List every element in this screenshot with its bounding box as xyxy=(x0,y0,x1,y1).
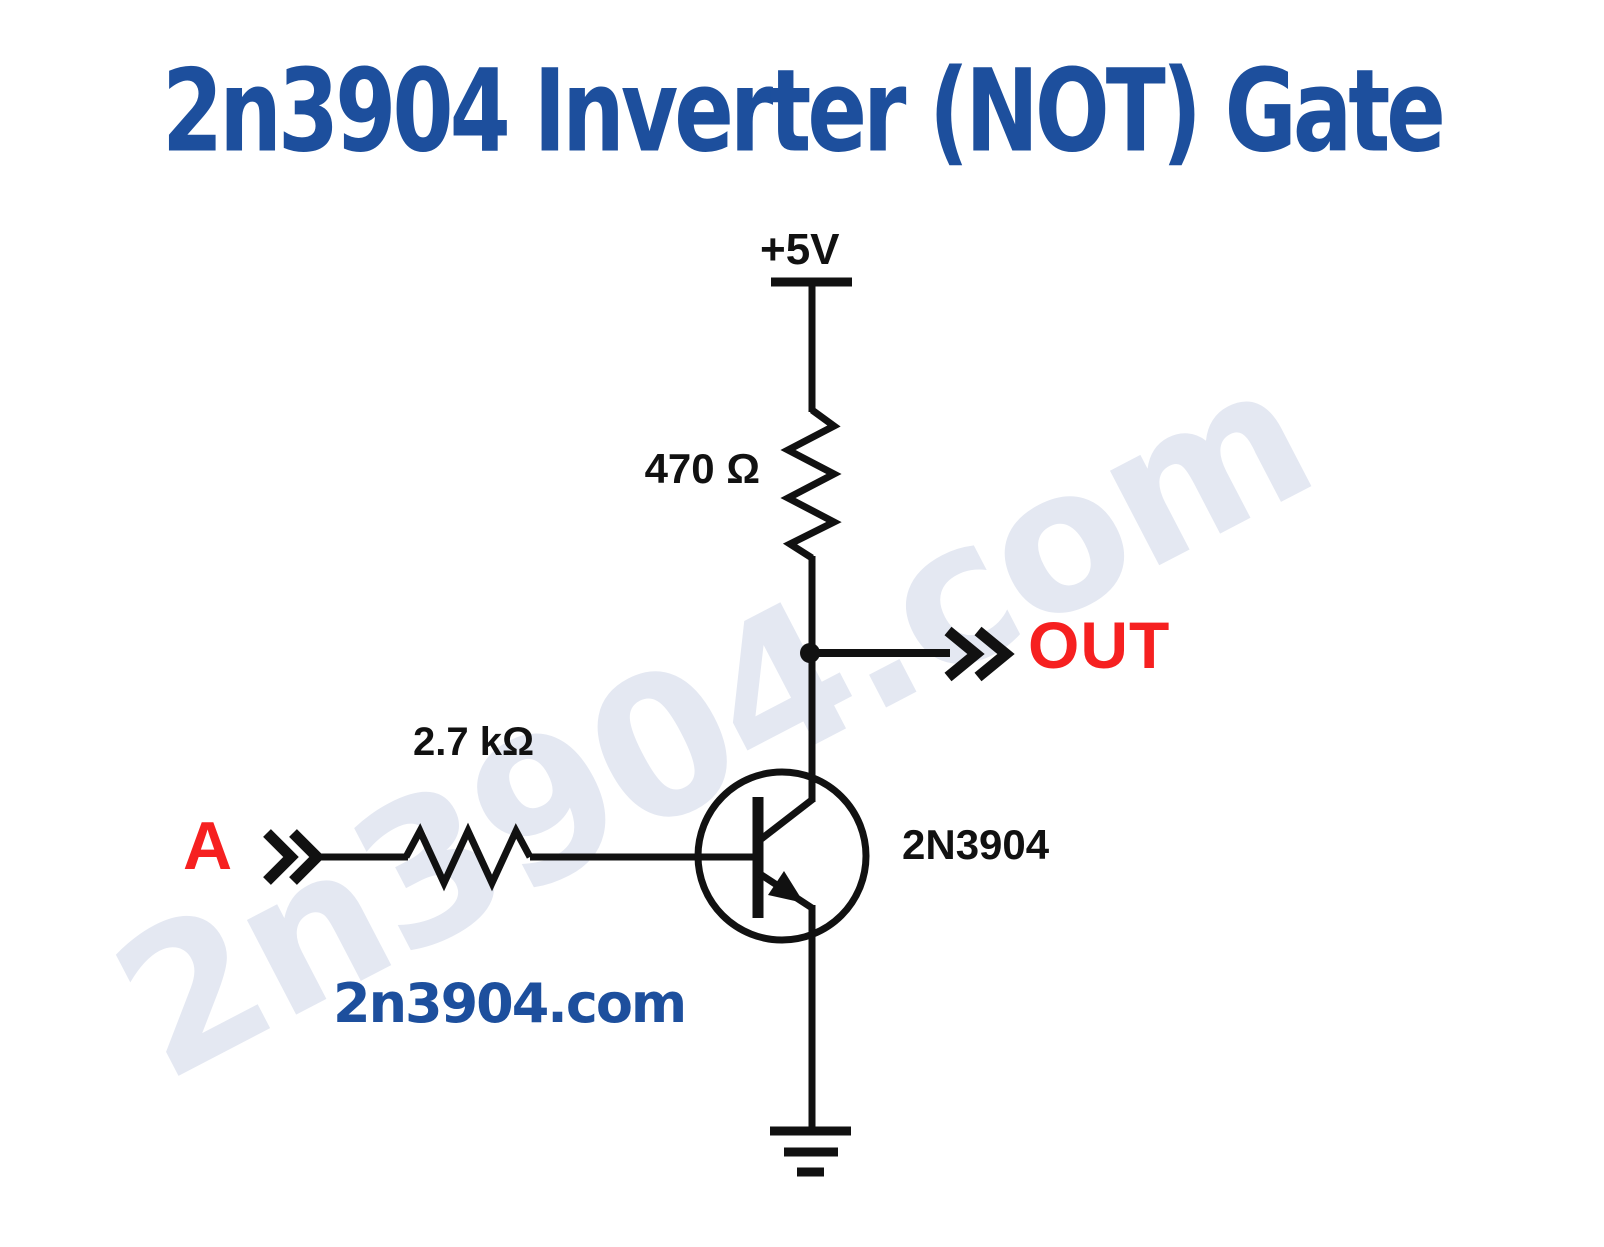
page-title: 2n3904 Inverter (NOT) Gate xyxy=(162,44,1446,178)
base-resistor-icon xyxy=(402,822,534,892)
npn-transistor-icon xyxy=(694,768,870,944)
input-arrow-icon xyxy=(263,829,299,885)
collector-resistor-label: 470 Ω xyxy=(644,445,760,492)
base-resistor-label: 2.7 kΩ xyxy=(413,720,535,764)
input-label: A xyxy=(183,808,233,884)
transistor-collector-lead xyxy=(757,796,816,843)
site-text: 2n3904.com xyxy=(333,972,687,1035)
collector-resistor-icon xyxy=(780,407,842,561)
output-arrow-icon xyxy=(944,626,985,682)
junction-dot xyxy=(800,643,820,663)
power-rail-label: +5V xyxy=(760,225,840,274)
output-label: OUT xyxy=(1028,608,1171,682)
emitter-arrowhead xyxy=(768,871,804,903)
transistor-part-label: 2N3904 xyxy=(902,821,1050,868)
output-arrow-icon xyxy=(974,626,1015,682)
